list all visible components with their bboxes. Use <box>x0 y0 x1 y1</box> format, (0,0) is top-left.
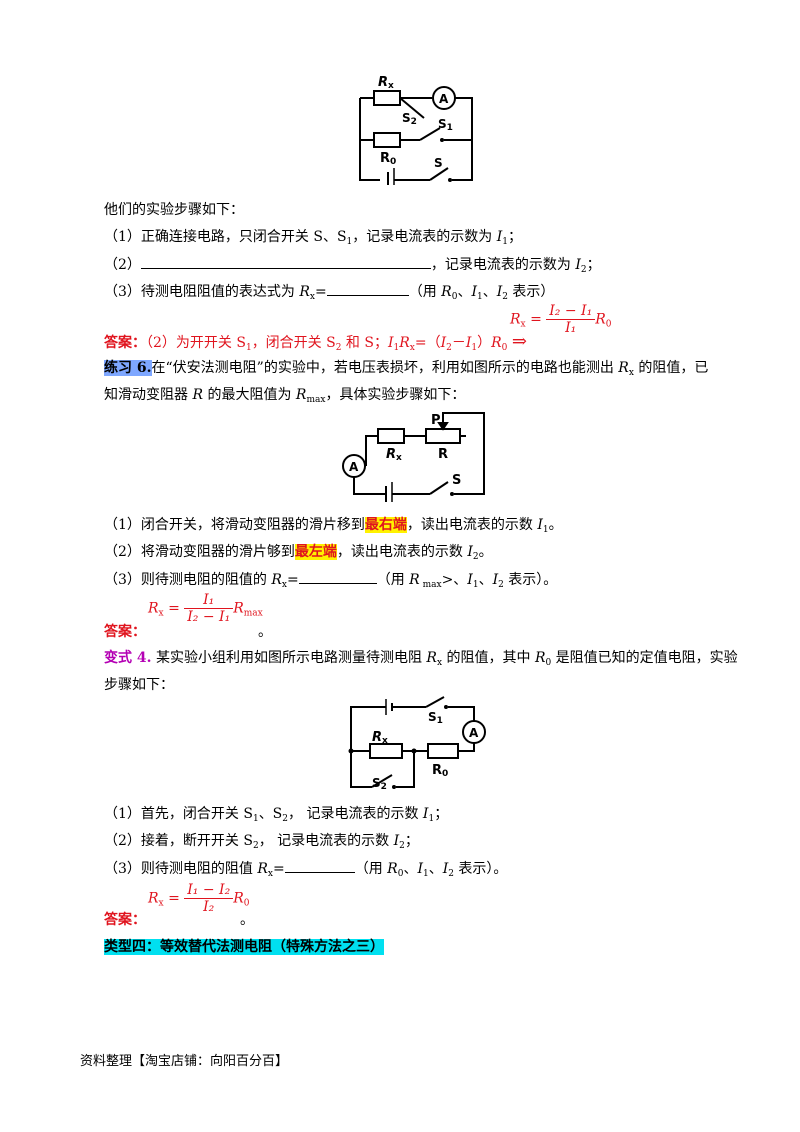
svg-text:S: S <box>434 156 443 170</box>
answer-3-label: 答案： <box>104 912 146 928</box>
svg-text:S2: S2 <box>402 111 417 127</box>
svg-text:R: R <box>438 447 448 462</box>
svg-text:R0: R0 <box>432 763 448 779</box>
resistor-rx <box>373 90 401 106</box>
resistor-rx <box>369 743 403 759</box>
switch-s1 <box>419 127 441 141</box>
resistor-rx <box>377 428 405 444</box>
circuit-diagram-2: P Rx R A S <box>342 412 485 502</box>
exercise-6-label: 练习 6. <box>104 360 152 376</box>
step-3: （3）待测电阻阻值的表达式为 Rx=（用 R0、I1、I2 表示） <box>104 281 554 302</box>
circuit-diagram-3: S1 A Rx R0 S2 <box>348 696 486 792</box>
blank-ex6-step-3[interactable] <box>298 569 377 584</box>
exercise-6-line-2: 知滑动变阻器 R 的最大阻值为 Rmax，具体实验步骤如下： <box>104 387 466 405</box>
blank-v4-step-3[interactable] <box>284 858 355 873</box>
svg-text:A: A <box>439 92 449 106</box>
section-heading: 类型四：等效替代法测电阻（特殊方法之三） <box>104 939 384 955</box>
switch-s2 <box>371 774 393 788</box>
answer-3-end: 。 <box>240 912 254 928</box>
svg-text:A: A <box>349 460 359 474</box>
svg-text:Rx: Rx <box>378 75 394 91</box>
svg-text:S: S <box>452 473 461 488</box>
exercise-6-line-1: 练习 6.在“伏安法测电阻”的实验中，若电压表损坏，利用如图所示的电路也能测出 … <box>104 360 709 378</box>
variant-4-line-1: 变式 4. 某实验小组利用如图所示电路测量待测电阻 Rx 的阻值，其中 R0 是… <box>104 650 738 668</box>
variant-4-label: 变式 4. <box>104 650 152 666</box>
circuit-diagram-1: Rx A S2 S1 R0 S <box>359 75 473 185</box>
answer-2-label: 答案： <box>104 624 146 640</box>
blank-step-2[interactable] <box>140 254 431 269</box>
resistor-r0 <box>373 132 401 148</box>
resistor-r0 <box>427 743 459 759</box>
svg-text:S2: S2 <box>372 776 387 792</box>
steps-intro: 他们的实验步骤如下： <box>104 202 244 218</box>
svg-text:P: P <box>431 413 441 428</box>
v4-step-2: （2）接着，断开开关 S2， 记录电流表的示数 I2； <box>104 833 419 851</box>
svg-text:R0: R0 <box>380 151 396 167</box>
switch-s1 <box>425 696 445 708</box>
variant-4-line-2: 步骤如下： <box>104 677 174 693</box>
switch-s <box>429 481 449 495</box>
ex6-step-1: （1）闭合开关，将滑动变阻器的滑片移到最右端，读出电流表的示数 I1。 <box>104 517 563 535</box>
ex6-step-3: （3）则待测电阻的阻值的 Rx=（用 R max>、I1、I2 表示）。 <box>104 569 557 590</box>
blank-step-3[interactable] <box>326 281 409 296</box>
switch-s <box>429 167 449 181</box>
svg-text:Rx: Rx <box>372 730 388 746</box>
rheostat-r <box>425 428 461 444</box>
ex6-step-2: （2）将滑动变阻器的滑片够到最左端，读出电流表的示数 I2。 <box>104 544 493 562</box>
answer-2-end: 。 <box>258 624 272 640</box>
svg-text:S1: S1 <box>428 710 443 726</box>
v4-step-3: （3）则待测电阻的阻值 Rx=（用 R0、I1、I2 表示）。 <box>104 858 507 879</box>
svg-text:S1: S1 <box>438 117 453 133</box>
step-1: （1）正确连接电路，只闭合开关 S、S1，记录电流表的示数为 I1； <box>104 229 522 247</box>
v4-step-1: （1）首先，闭合开关 S1、S2， 记录电流表的示数 I1； <box>104 806 449 824</box>
step-2: （2），记录电流表的示数为 I2； <box>104 254 601 275</box>
svg-text:Rx: Rx <box>386 447 402 463</box>
implies-arrow: ⇒ <box>511 331 527 352</box>
answer-1: 答案：（2）为开开关 S1，闭合开关 S2 和 S；I1Rx=（I2－I1）R0… <box>104 331 527 353</box>
svg-text:A: A <box>469 726 479 740</box>
footer: 资料整理【淘宝店铺：向阳百分百】 <box>80 1054 289 1069</box>
switch-s2 <box>399 97 425 119</box>
